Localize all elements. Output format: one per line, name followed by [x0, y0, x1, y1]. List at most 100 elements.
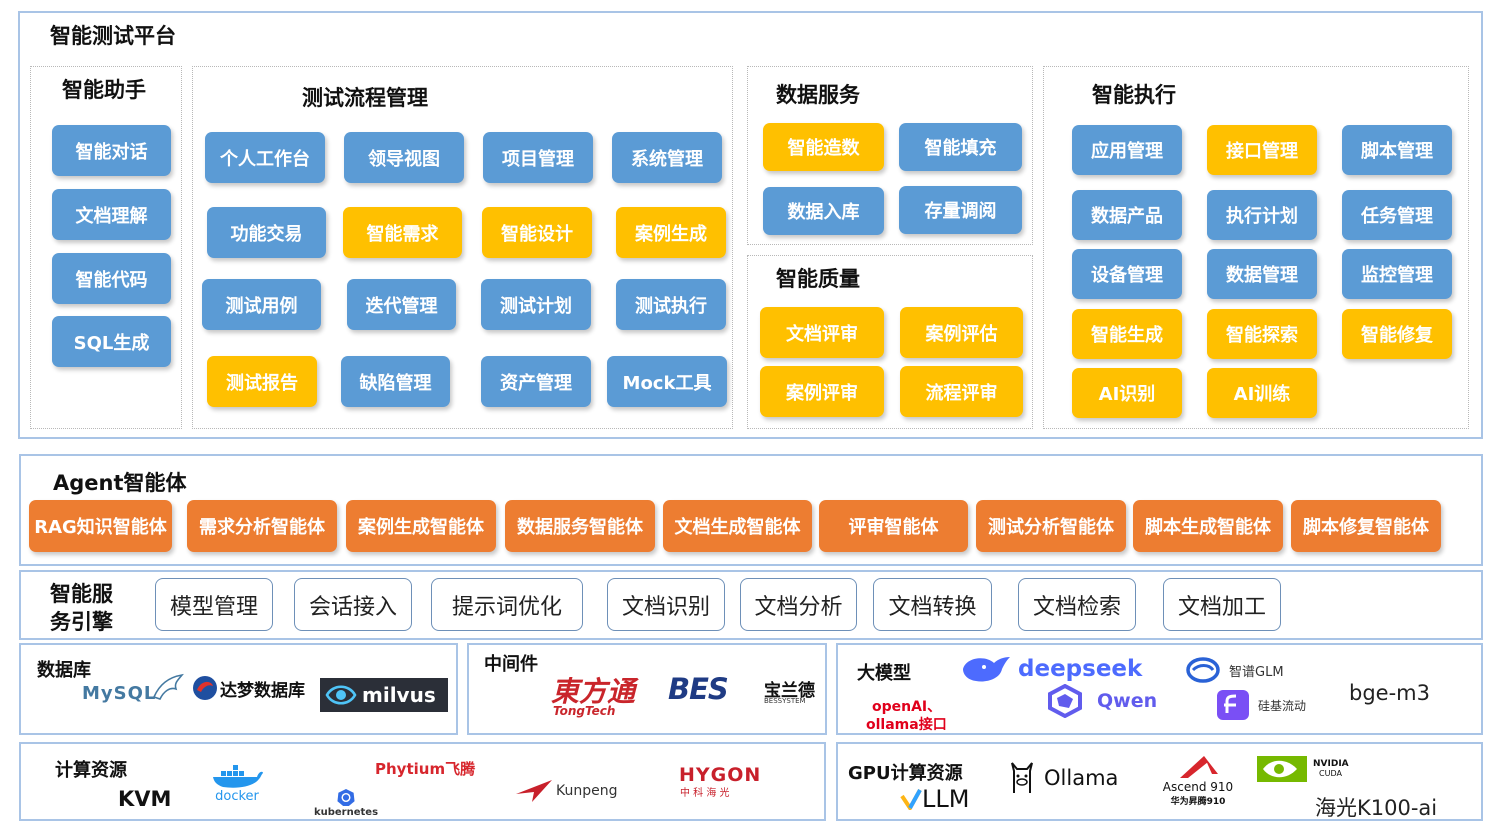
process-item[interactable]: 缺陷管理 — [341, 356, 450, 407]
data-service-item[interactable]: 智能造数 — [763, 123, 884, 171]
siliconflow-icon — [1217, 690, 1249, 720]
siliconflow-logo-text: 硅基流动 — [1258, 698, 1307, 713]
process-item[interactable]: 功能交易 — [207, 207, 326, 258]
agent-item[interactable]: 脚本修复智能体 — [1291, 500, 1441, 552]
quality-item[interactable]: 流程评审 — [900, 366, 1023, 417]
agent-item[interactable]: 需求分析智能体 — [187, 500, 337, 552]
tongtech-logo-en: TongTech — [553, 704, 616, 718]
siliconflow-logo: 硅基流动 — [1216, 689, 1306, 721]
process-item[interactable]: 迭代管理 — [347, 279, 456, 330]
deepseek-logo: deepseek — [960, 652, 1142, 686]
bes-logo-cn: 宝兰德 — [764, 681, 815, 701]
qwen-logo-text: Qwen — [1097, 690, 1158, 712]
kunpeng-logo-text: Kunpeng — [556, 783, 618, 799]
engine-item[interactable]: 文档转换 — [873, 578, 992, 631]
qwen-icon — [1048, 684, 1082, 718]
assistant-item[interactable]: SQL生成 — [52, 316, 171, 367]
openai-line1: openAI、 — [872, 699, 942, 715]
process-item[interactable]: 资产管理 — [481, 356, 591, 407]
execution-item[interactable]: AI识别 — [1072, 368, 1182, 418]
process-item[interactable]: 测试执行 — [616, 279, 726, 330]
quality-item[interactable]: 案例评估 — [900, 307, 1023, 358]
execution-item[interactable]: 智能探索 — [1207, 309, 1317, 359]
process-item[interactable]: 智能设计 — [482, 207, 592, 258]
engine-item[interactable]: 文档识别 — [607, 578, 725, 631]
execution-item[interactable]: 智能修复 — [1342, 309, 1452, 359]
dameng-icon — [193, 676, 217, 700]
execution-item[interactable]: 设备管理 — [1072, 249, 1182, 299]
data-service-item[interactable]: 存量调阅 — [899, 186, 1022, 234]
bes-logo-text: BES — [668, 672, 729, 706]
execution-section — [1043, 66, 1469, 429]
execution-title: 智能执行 — [1092, 83, 1176, 107]
assistant-section — [30, 66, 182, 429]
process-item[interactable]: 案例生成 — [616, 207, 726, 258]
nvidia-icon — [1257, 756, 1307, 782]
process-item[interactable]: 测试计划 — [481, 279, 591, 330]
phytium-logo: Phytium飞腾 — [375, 760, 476, 778]
process-item[interactable]: 智能需求 — [343, 207, 462, 258]
cuda-logo-text: CUDA — [1319, 768, 1342, 778]
execution-item[interactable]: 脚本管理 — [1342, 125, 1452, 175]
engine-item[interactable]: 文档分析 — [740, 578, 857, 631]
execution-item[interactable]: AI训练 — [1207, 368, 1317, 418]
zhipu-logo-text: 智谱GLM — [1229, 664, 1284, 680]
engine-title-line2: 务引擎 — [50, 610, 113, 634]
agent-item[interactable]: 数据服务智能体 — [505, 500, 655, 552]
kubernetes-logo: kubernetes — [304, 788, 388, 818]
process-item[interactable]: 项目管理 — [483, 132, 593, 183]
kunpeng-icon — [516, 780, 552, 802]
vllm-logo-text: LLM — [922, 785, 970, 813]
zhipu-icon — [1186, 657, 1220, 683]
execution-item[interactable]: 接口管理 — [1207, 125, 1317, 175]
engine-item[interactable]: 会话接入 — [294, 578, 412, 631]
llm-title: 大模型 — [857, 663, 911, 684]
assistant-item[interactable]: 智能代码 — [52, 253, 171, 304]
kvm-logo: KVM — [118, 787, 172, 811]
process-item[interactable]: 测试报告 — [207, 356, 317, 407]
execution-item[interactable]: 执行计划 — [1207, 190, 1317, 240]
nvidia-logo-text: NVIDIA — [1313, 758, 1349, 769]
execution-item[interactable]: 数据产品 — [1072, 190, 1182, 240]
execution-item[interactable]: 应用管理 — [1072, 125, 1182, 175]
agent-title: Agent智能体 — [53, 471, 187, 495]
qwen-logo: Qwen — [1045, 684, 1158, 718]
whale-icon — [963, 657, 1010, 682]
execution-item[interactable]: 任务管理 — [1342, 190, 1452, 240]
agent-item[interactable]: 评审智能体 — [819, 500, 968, 552]
mysql-logo: MySQL — [82, 673, 186, 709]
process-item[interactable]: 个人工作台 — [205, 132, 325, 183]
process-item[interactable]: 测试用例 — [202, 279, 321, 330]
execution-item[interactable]: 智能生成 — [1072, 309, 1182, 359]
process-item[interactable]: 领导视图 — [344, 132, 464, 183]
assistant-item[interactable]: 智能对话 — [52, 125, 171, 176]
openai-line2: ollama接口 — [866, 717, 947, 733]
llm-panel — [836, 643, 1483, 735]
quality-item[interactable]: 文档评审 — [760, 307, 884, 358]
hygon-k100-text: 海光K100-ai — [1315, 796, 1438, 820]
assistant-item[interactable]: 文档理解 — [52, 189, 171, 240]
execution-item[interactable]: 监控管理 — [1342, 249, 1452, 299]
dolphin-icon — [153, 673, 185, 700]
agent-item[interactable]: 文档生成智能体 — [663, 500, 812, 552]
agent-item[interactable]: 脚本生成智能体 — [1133, 500, 1283, 552]
kubernetes-logo-text: kubernetes — [313, 807, 379, 818]
vllm-icon — [900, 789, 922, 810]
dameng-logo: 达梦数据库 — [192, 673, 305, 703]
execution-item[interactable]: 数据管理 — [1207, 249, 1317, 299]
process-item[interactable]: 系统管理 — [612, 132, 722, 183]
process-item[interactable]: Mock工具 — [607, 356, 727, 407]
engine-item[interactable]: 文档检索 — [1018, 578, 1136, 631]
quality-item[interactable]: 案例评审 — [760, 366, 884, 417]
bge-logo-text: bge-m3 — [1349, 681, 1430, 705]
engine-item[interactable]: 模型管理 — [155, 578, 273, 631]
engine-item[interactable]: 提示词优化 — [431, 578, 583, 631]
data-service-item[interactable]: 数据入库 — [763, 187, 884, 235]
engine-title-line1: 智能服 — [50, 582, 113, 606]
engine-item[interactable]: 文档加工 — [1163, 578, 1281, 631]
agent-item[interactable]: 案例生成智能体 — [346, 500, 496, 552]
data-service-item[interactable]: 智能填充 — [899, 123, 1022, 171]
agent-item[interactable]: 测试分析智能体 — [976, 500, 1126, 552]
agent-item[interactable]: RAG知识智能体 — [29, 500, 172, 552]
compute-title: 计算资源 — [55, 760, 127, 781]
